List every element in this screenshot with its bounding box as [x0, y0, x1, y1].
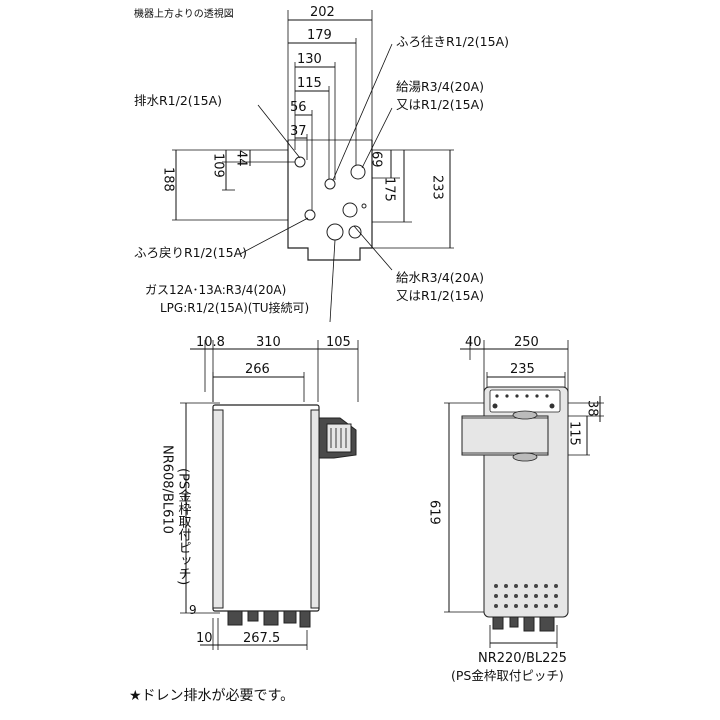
leader-lines	[239, 43, 393, 323]
side-dim-10-8: 10.8	[196, 335, 225, 350]
label-bath-return: ふろ戻りR1/2(15A)	[134, 245, 247, 260]
side-dim-310: 310	[256, 335, 281, 350]
width-dimensions: 202 179 130 115 56 37	[287, 5, 373, 215]
bath-out-port	[324, 178, 336, 190]
label-drain: 排水R1/2(15A)	[134, 93, 222, 108]
front-top-panel	[489, 389, 561, 413]
front-vent-holes	[494, 584, 558, 608]
label-hot-supply: 給湯R3/4(20A)	[396, 79, 484, 94]
dim-56: 56	[290, 100, 307, 115]
bath-return-port	[304, 209, 316, 221]
footnote-drain-required: ★ドレン排水が必要です。	[129, 688, 294, 704]
dim-69: 69	[369, 151, 384, 168]
front-exhaust-duct	[461, 415, 549, 456]
front-exhaust-bottom	[512, 452, 538, 462]
front-dim-40: 40	[465, 335, 482, 350]
small-fitting	[361, 203, 367, 209]
front-fitting-1	[492, 616, 504, 630]
depth-dimensions-left: 188 109 44	[161, 149, 300, 221]
side-dim-267-5: 267.5	[243, 631, 280, 646]
dim-130: 130	[297, 52, 322, 67]
front-dim-38: 38	[585, 400, 600, 417]
label-water-supply-alt: 又はR1/2(15A)	[396, 288, 484, 303]
label-hot-supply-alt: 又はR1/2(15A)	[396, 97, 484, 112]
dim-115: 115	[297, 76, 322, 91]
dim-233: 233	[430, 175, 445, 200]
side-dim-266: 266	[245, 362, 270, 377]
side-fitting-2	[247, 610, 259, 622]
side-front-edge	[310, 409, 320, 609]
side-dim-105: 105	[326, 335, 351, 350]
front-dim-250: 250	[514, 335, 539, 350]
dim-44: 44	[234, 150, 249, 167]
dim-37: 37	[290, 124, 307, 139]
side-fitting-4	[283, 610, 297, 624]
front-view: 40 250 235 38 115 619	[427, 335, 604, 683]
side-fitting-5	[299, 610, 311, 628]
dim-179: 179	[307, 28, 332, 43]
side-dim-pitch-note: (PS金枠取付ピッチ)	[176, 468, 192, 585]
dim-188: 188	[161, 167, 176, 192]
dim-175: 175	[382, 177, 397, 202]
front-top-holes	[492, 394, 555, 409]
water-supply-alt-port	[348, 225, 362, 239]
side-fitting-1	[227, 610, 243, 626]
front-pitch-note: (PS金枠取付ピッチ)	[451, 668, 564, 683]
front-fitting-3	[523, 616, 535, 632]
pipe-positions	[294, 156, 367, 241]
side-fitting-3	[263, 610, 279, 626]
front-pitch-label: NR220/BL225	[478, 651, 567, 666]
side-dim-9: 9	[189, 603, 197, 617]
label-bath-out: ふろ往きR1/2(15A)	[396, 34, 509, 49]
side-view: 10.8 310 105 266 NR608/BL610 (PS金枠取付ピッチ)…	[160, 335, 359, 650]
front-fitting-4	[539, 616, 555, 632]
water-supply-port	[342, 202, 358, 218]
front-exhaust-top	[512, 410, 538, 420]
label-lpg: LPG:R1/2(15A)(TU接続可)	[160, 300, 309, 315]
side-dim-10: 10	[196, 631, 213, 646]
front-fitting-2	[509, 616, 519, 628]
front-dim-235: 235	[510, 362, 535, 377]
front-dim-619: 619	[427, 500, 442, 525]
top-view-caption: 機器上方よりの透視図	[134, 7, 234, 20]
dim-202: 202	[310, 5, 335, 20]
hot-supply-port	[350, 164, 366, 180]
label-gas: ガス12A･13A:R3/4(20A)	[145, 283, 286, 297]
dim-109: 109	[211, 153, 226, 178]
side-dim-pitch: NR608/BL610	[160, 445, 175, 534]
top-view: 機器上方よりの透視図 202 179 130 115 56 37	[134, 5, 509, 323]
depth-dimensions-right: 69 175 233	[369, 149, 454, 249]
side-unit-body	[212, 404, 320, 612]
front-dim-115: 115	[567, 421, 582, 446]
drain-port	[294, 156, 306, 168]
label-water-supply: 給水R3/4(20A)	[396, 270, 484, 285]
side-bracket	[212, 409, 224, 609]
gas-port	[326, 223, 344, 241]
